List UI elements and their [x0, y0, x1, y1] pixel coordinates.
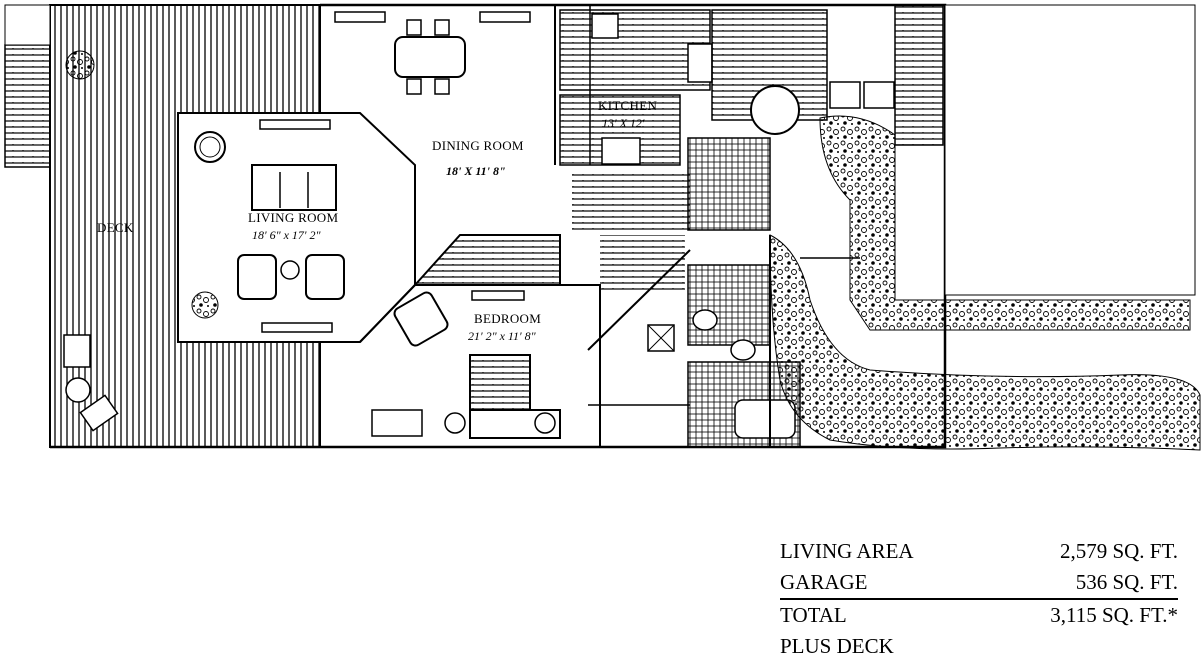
garage-value: 536 SQ. FT. — [1075, 570, 1178, 594]
room-dimensions-living-room: 18' 6" x 17' 2" — [252, 228, 321, 242]
total-label: TOTAL — [780, 603, 847, 627]
house-walls — [50, 3, 947, 449]
plus-deck-label: PLUS DECK — [780, 634, 894, 658]
area-row-total: TOTAL 3,115 SQ. FT.* — [780, 598, 1178, 631]
area-row-living-area: LIVING AREA 2,579 SQ. FT. — [780, 536, 1178, 567]
room-dimensions-dining-room: 18' X 11' 8" — [446, 164, 506, 178]
room-label-kitchen: KITCHEN — [598, 98, 658, 113]
landscaping — [63, 4, 1201, 451]
total-value: 3,115 SQ. FT.* — [1050, 603, 1178, 627]
living-area-value: 2,579 SQ. FT. — [1059, 539, 1178, 563]
room-dimensions-bedroom: 21' 2" x 11' 8" — [468, 329, 536, 343]
room-label-bedroom: BEDROOM — [474, 311, 542, 326]
area-summary: LIVING AREA 2,579 SQ. FT. GARAGE 536 SQ.… — [780, 536, 1178, 662]
garage-label: GARAGE — [780, 570, 868, 594]
room-label-deck: DECK — [97, 220, 134, 235]
area-row-plus-deck: PLUS DECK — [780, 631, 1178, 662]
room-label-living-room: LIVING ROOM — [248, 210, 339, 225]
room-label-dining-room: DINING ROOM — [432, 138, 524, 153]
living-room-area — [177, 112, 416, 343]
living-area-label: LIVING AREA — [780, 539, 914, 563]
room-dimensions-kitchen: 13' X 12' — [602, 116, 645, 130]
area-row-garage: GARAGE 536 SQ. FT. — [780, 567, 1178, 598]
